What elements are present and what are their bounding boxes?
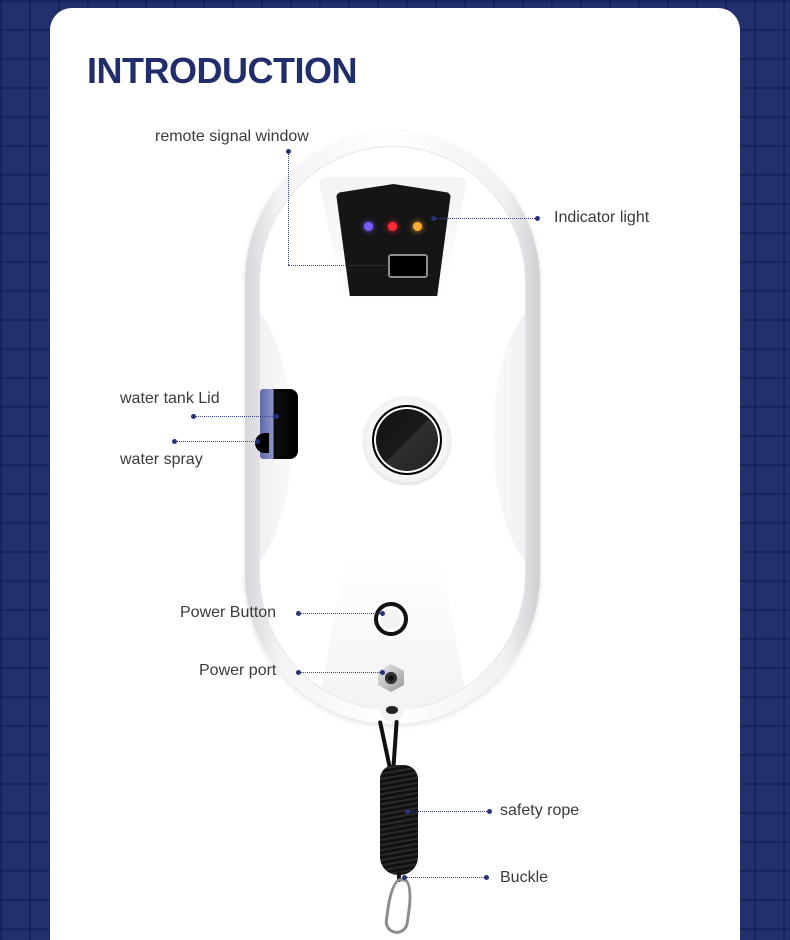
rope-strand-icon bbox=[391, 719, 399, 771]
power-button-icon bbox=[374, 602, 408, 636]
callout-line bbox=[300, 613, 382, 614]
label-water-tank-lid: water tank Lid bbox=[120, 390, 220, 407]
callout-line bbox=[409, 811, 489, 812]
callout-dot bbox=[274, 414, 279, 419]
callout-dot bbox=[380, 611, 385, 616]
callout-line bbox=[195, 416, 275, 417]
rope-mount-icon bbox=[380, 704, 404, 722]
callout-line bbox=[300, 672, 382, 673]
rope-strand-icon bbox=[397, 868, 401, 882]
callout-line bbox=[176, 441, 256, 442]
rope-strand-icon bbox=[377, 720, 393, 770]
callout-dot bbox=[255, 439, 260, 444]
indicator-window bbox=[336, 184, 451, 296]
label-remote-signal-window: remote signal window bbox=[155, 128, 309, 145]
callout-dot bbox=[487, 809, 492, 814]
led-orange-icon bbox=[413, 222, 422, 231]
callout-dot bbox=[380, 670, 385, 675]
callout-dot bbox=[296, 670, 301, 675]
intro-card: INTRODUCTION remote signal window bbox=[50, 8, 740, 940]
buckle-icon bbox=[383, 876, 415, 936]
callout-dot bbox=[402, 875, 407, 880]
label-power-button: Power Button bbox=[180, 604, 277, 621]
remote-signal-window-icon bbox=[388, 254, 428, 278]
led-red-icon bbox=[388, 222, 397, 231]
callout-dot bbox=[484, 875, 489, 880]
power-port-icon bbox=[378, 664, 404, 692]
label-water-spray: water spray bbox=[120, 451, 203, 468]
callout-dot bbox=[431, 216, 436, 221]
label-indicator-light: Indicator light bbox=[554, 209, 650, 226]
callout-dot bbox=[172, 439, 177, 444]
led-purple-icon bbox=[364, 222, 373, 231]
center-suction-button-ring bbox=[364, 397, 450, 483]
label-buckle: Buckle bbox=[500, 869, 549, 886]
label-safety-rope: safety rope bbox=[500, 802, 580, 819]
callout-dot bbox=[405, 809, 410, 814]
safety-rope-icon bbox=[380, 765, 418, 875]
center-suction-button bbox=[372, 405, 442, 475]
device-right-contour bbox=[493, 297, 525, 577]
callout-dot bbox=[296, 611, 301, 616]
callout-line bbox=[288, 265, 390, 266]
callout-dot bbox=[535, 216, 540, 221]
callout-line bbox=[406, 877, 486, 878]
callout-line bbox=[288, 153, 289, 265]
callout-line bbox=[435, 218, 535, 219]
page-title: INTRODUCTION bbox=[87, 50, 357, 91]
callout-dot bbox=[191, 414, 196, 419]
label-power-port: Power port bbox=[199, 662, 277, 679]
callout-dot bbox=[286, 149, 291, 154]
water-spray-icon bbox=[255, 433, 269, 453]
